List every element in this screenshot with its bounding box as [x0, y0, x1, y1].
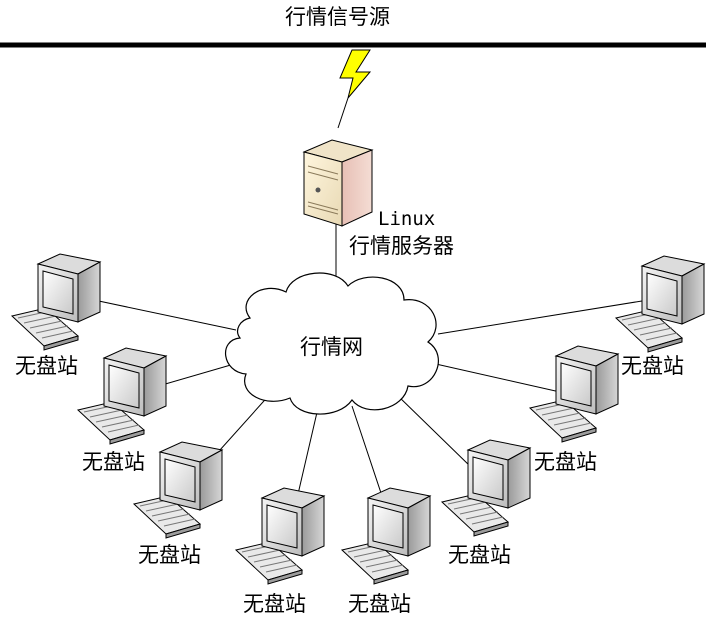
workstation-icon: [341, 487, 431, 585]
workstation-label: 无盘站: [243, 592, 306, 616]
network-cloud: [224, 272, 439, 415]
workstation-icon: [235, 487, 325, 585]
workstation-label: 无盘站: [15, 354, 78, 378]
workstation-icon: [133, 441, 223, 539]
server-name-label: 行情服务器: [349, 234, 454, 258]
workstation-label: 无盘站: [138, 543, 201, 567]
workstation-icon: [77, 347, 167, 445]
server-os-label: Linux: [378, 208, 436, 230]
workstation-label: 无盘站: [621, 354, 684, 378]
server-icon: [302, 139, 374, 227]
connection-lines: [93, 299, 649, 521]
lightning-icon: [339, 49, 372, 99]
workstation-label: 无盘站: [82, 450, 145, 474]
workstation-label: 无盘站: [534, 450, 597, 474]
network-label: 行情网: [300, 335, 363, 359]
workstation-label: 无盘站: [348, 592, 411, 616]
workstation-icon: [529, 345, 619, 443]
workstation-label: 无盘站: [448, 543, 511, 567]
workstation-icon: [615, 255, 705, 353]
workstation-icon: [11, 253, 101, 351]
signal-source-label: 行情信号源: [285, 5, 390, 29]
workstation-icon: [441, 439, 531, 537]
